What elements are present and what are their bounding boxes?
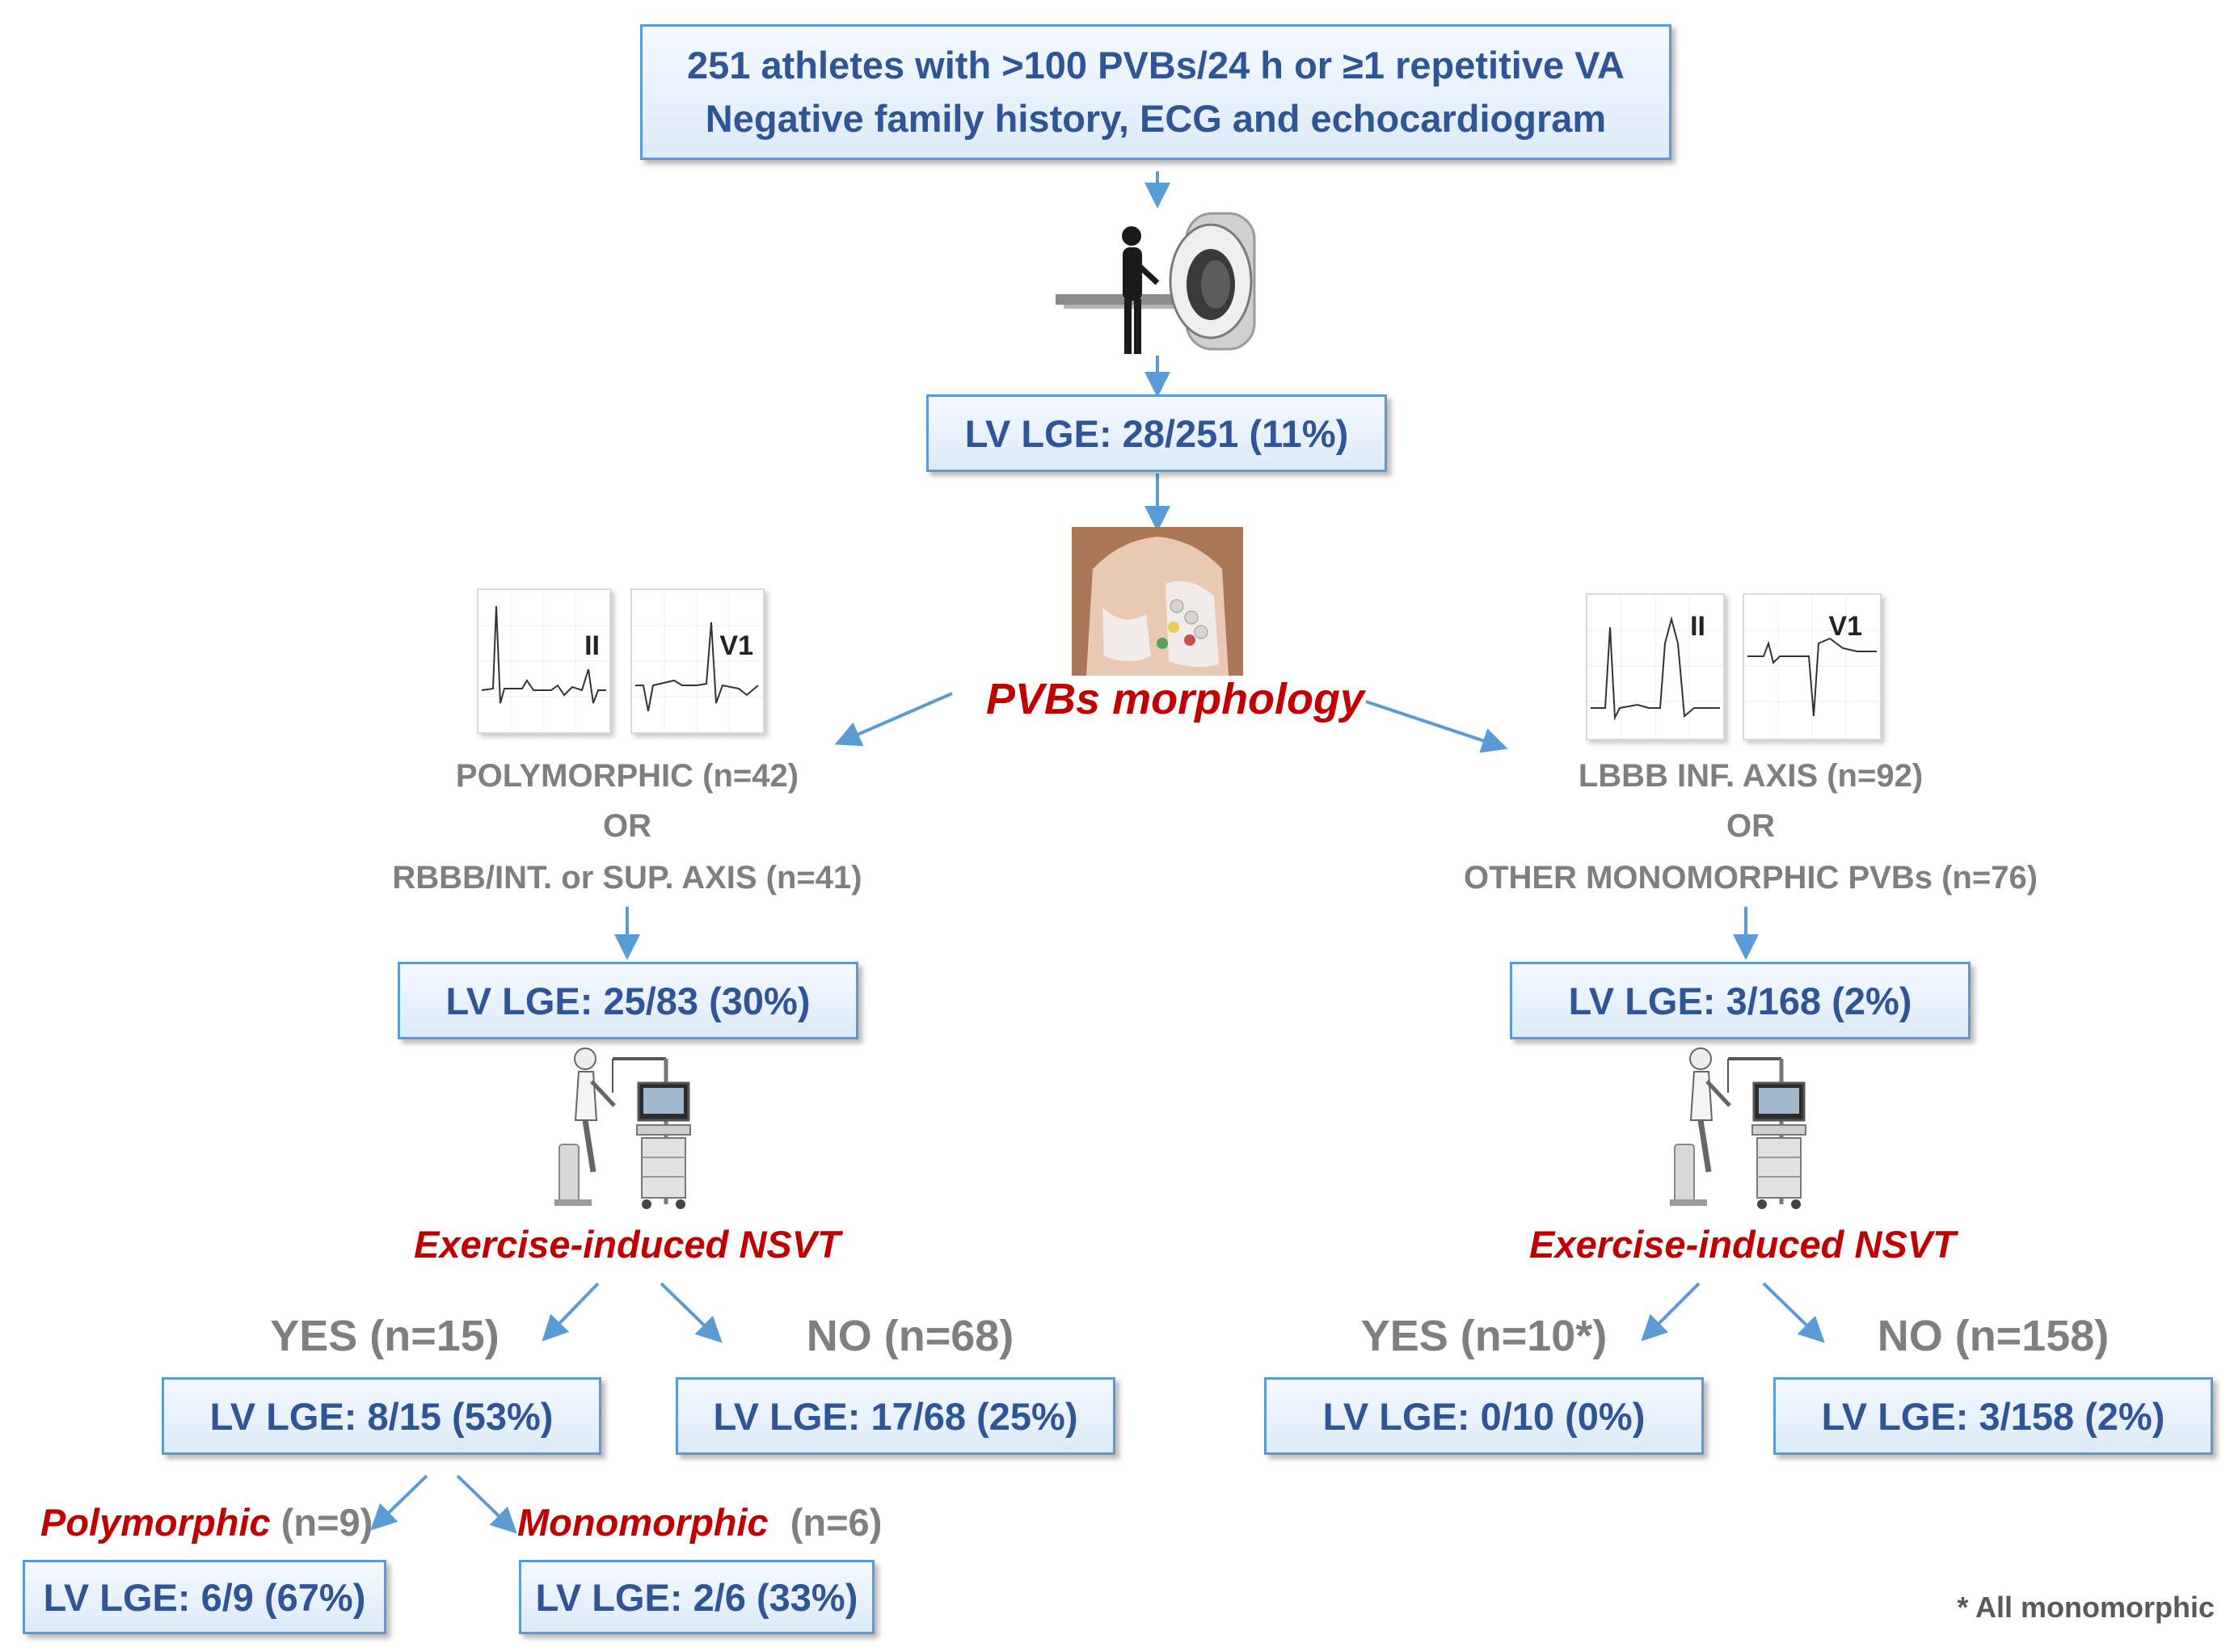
monomorphic-label: Monomorphic [517,1501,769,1544]
total-lge-label: LV LGE: 28/251 (11%) [964,411,1349,455]
arrow-right-yes [1641,1282,1701,1342]
left-no-lge-label: LV LGE: 17/68 (25%) [713,1394,1078,1438]
right-ecg-lead-v1: V1 [1743,593,1882,740]
right-lge-label: LV LGE: 3/168 (2%) [1568,979,1912,1022]
left-ecg-lead-ii: II [477,588,611,734]
right-ecg-lead-ii: II [1586,593,1725,740]
inclusion-criteria-box: 251 athletes with >100 PVBs/24 h or ≥1 r… [640,24,1671,160]
inclusion-criteria-line2: Negative family history, ECG and echocar… [705,97,1607,140]
left-morphology-line2: RBBB/INT. or SUP. AXIS (n=41) [392,860,862,896]
right-yes-label: YES (n=10*) [1360,1312,1608,1360]
right-exercise-bike-ecg-icon [1670,1047,1806,1209]
left-ecg-lead-v1-label: V1 [719,630,753,661]
right-morphology-or: OR [1726,808,1775,844]
polymorphic-n: (n=9) [280,1501,373,1544]
arrow-to-polymorphic [370,1474,428,1531]
right-lge-box: LV LGE: 3/168 (2%) [1510,962,1971,1039]
left-ecg-lead-v1: V1 [630,588,765,734]
mri-scanner-icon [1056,212,1256,354]
pvb-morphology-label: PVBs morphology [986,675,1365,723]
arrow-right-no [1762,1282,1825,1343]
left-lge-box: LV LGE: 25/83 (30%) [398,962,858,1039]
inclusion-criteria-line1: 251 athletes with >100 PVBs/24 h or ≥1 r… [687,44,1625,86]
arrow-to-left-branch [834,692,953,747]
left-ecg-lead-ii-label: II [584,630,600,661]
polymorphic-subgroup-label: Polymorphic (n=9) [40,1500,373,1545]
right-morphology-line1: LBBB INF. AXIS (n=92) [1578,758,1924,794]
right-yes-lge-label: LV LGE: 0/10 (0%) [1322,1394,1646,1438]
left-morphology-or: OR [603,808,651,844]
left-yes-lge-label: LV LGE: 8/15 (53%) [209,1394,554,1438]
polymorphic-label: Polymorphic [40,1501,271,1544]
chest-electrodes-photo [1072,527,1243,676]
arrow-to-right-branch [1365,700,1508,753]
left-yes-lge-box: LV LGE: 8/15 (53%) [162,1377,601,1455]
right-morphology-line2: OTHER MONOMORPHIC PVBs (n=76) [1463,860,2038,896]
left-yes-label: YES (n=15) [270,1312,499,1360]
left-morphology-line1: POLYMORPHIC (n=42) [455,758,799,794]
total-lge-box: LV LGE: 28/251 (11%) [926,394,1387,472]
polymorphic-lge-label: LV LGE: 6/9 (67%) [43,1575,366,1619]
arrow-to-monomorphic [456,1474,517,1534]
footnote: * All monomorphic [1957,1591,2215,1624]
monomorphic-lge-label: LV LGE: 2/6 (33%) [535,1575,858,1619]
right-ecg-lead-ii-label: II [1690,611,1705,642]
right-yes-lge-box: LV LGE: 0/10 (0%) [1264,1377,1704,1455]
right-no-lge-box: LV LGE: 3/158 (2%) [1773,1377,2213,1455]
monomorphic-lge-box: LV LGE: 2/6 (33%) [519,1560,875,1634]
polymorphic-lge-box: LV LGE: 6/9 (67%) [23,1560,386,1634]
left-lge-label: LV LGE: 25/83 (30%) [445,979,811,1022]
left-exercise-bike-ecg-icon [554,1047,691,1209]
arrow-left-no [660,1282,723,1343]
monomorphic-subgroup-label: Monomorphic (n=6) [517,1500,882,1545]
right-no-label: NO (n=158) [1877,1312,2110,1360]
monomorphic-n: (n=6) [790,1501,883,1544]
left-no-label: NO (n=68) [806,1312,1014,1360]
right-exercise-nsvt-label: Exercise-induced NSVT [1529,1223,1956,1266]
left-exercise-nsvt-label: Exercise-induced NSVT [414,1223,841,1266]
right-no-lge-label: LV LGE: 3/158 (2%) [1821,1394,2165,1438]
arrow-left-yes [542,1282,600,1342]
left-no-lge-box: LV LGE: 17/68 (25%) [676,1377,1115,1455]
right-ecg-lead-v1-label: V1 [1828,611,1862,642]
